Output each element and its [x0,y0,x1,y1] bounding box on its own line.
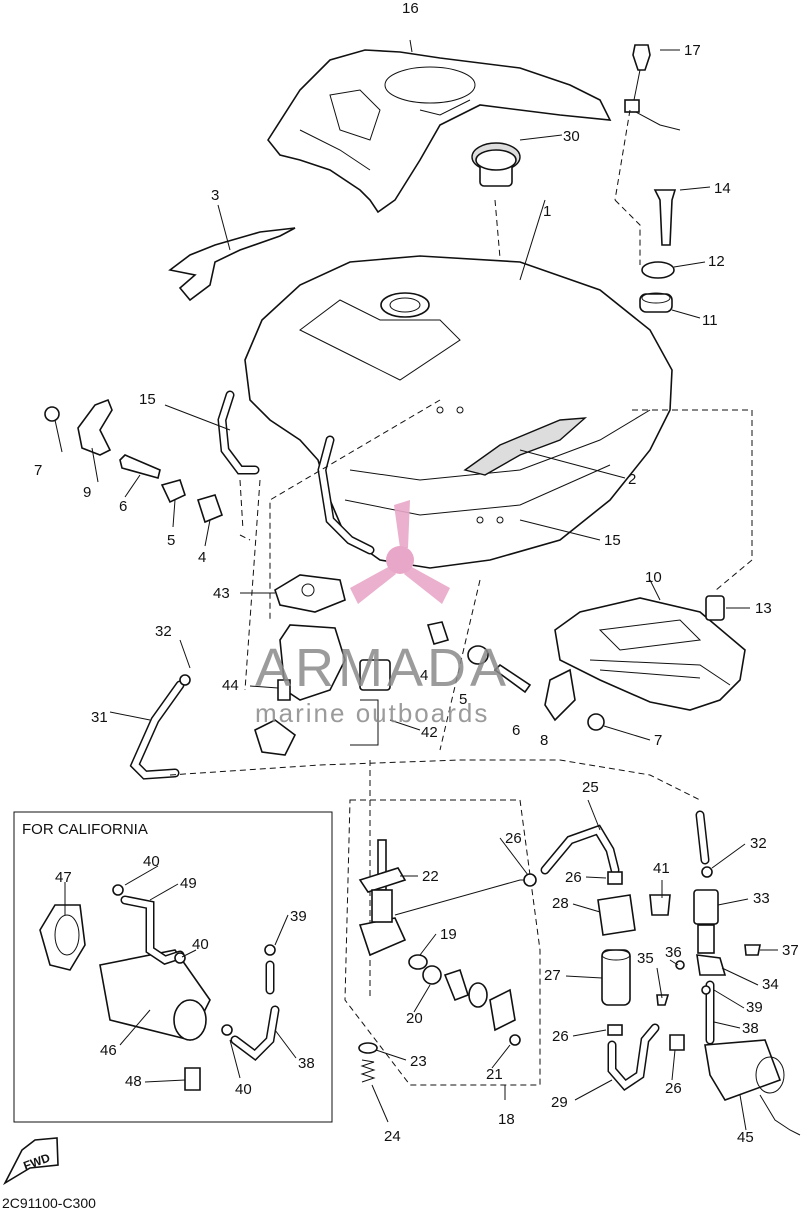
callout-23: 23 [410,1053,427,1070]
callout-22: 22 [422,868,439,885]
callout-26c: 26 [552,1028,569,1045]
watermark: ARMADA marine outboards [255,500,510,728]
callout-4b: 4 [420,667,428,684]
callout-26a: 26 [505,830,522,847]
callout-45: 45 [737,1129,754,1146]
callout-3: 3 [211,187,219,204]
callout-4a: 4 [198,549,206,566]
callout-14: 14 [714,180,731,197]
callout-27: 27 [544,967,561,984]
callout-17: 17 [684,42,701,59]
callout-11: 11 [702,312,718,329]
callout-37: 37 [782,942,799,959]
watermark-brand: ARMADA [255,638,510,698]
callout-32b: 32 [750,835,767,852]
fwd-arrow: FWD [3,1137,59,1186]
watermark-tagline: marine outboards [255,698,489,728]
callout-12: 12 [708,253,725,270]
callout-33: 33 [753,890,770,907]
callout-20: 20 [406,1010,423,1027]
callout-29: 29 [551,1094,568,1111]
callout-49: 49 [180,875,197,892]
callout-5a: 5 [167,532,175,549]
callout-leaders [64,799,778,1131]
callout-15a: 15 [139,391,156,408]
callout-39b: 39 [746,999,763,1016]
emblem-part [168,227,296,302]
callout-32a: 32 [155,623,172,640]
callout-30: 30 [563,128,580,145]
callout-26b: 26 [565,869,582,886]
callout-42: 42 [421,724,438,741]
callout-31: 31 [91,709,108,726]
callout-48: 48 [125,1073,142,1090]
logo-blade-top [394,500,410,548]
left-hardware [44,398,224,524]
leader-lines [54,39,753,1100]
callout-38b: 38 [742,1020,759,1037]
fuel-tank-part [244,255,673,569]
fuel-sender-assembly [254,574,391,756]
callout-1: 1 [543,203,551,220]
logo-hub [386,546,414,574]
callout-35: 35 [637,950,654,967]
callout-38a: 38 [298,1055,315,1072]
fuel-cock-assembly [358,839,521,1083]
california-inset: FOR CALIFORNIA [13,811,333,1123]
callout-40a: 40 [143,853,160,870]
callout-36: 36 [665,944,682,961]
callout-6b: 6 [512,722,520,739]
callout-2: 2 [628,471,636,488]
side-cover-part [554,597,746,711]
callout-7b: 7 [654,732,662,749]
logo-blade-left [350,566,396,604]
callout-21: 21 [486,1066,503,1083]
callout-13: 13 [755,600,772,617]
callout-10: 10 [645,569,662,586]
callout-39a: 39 [290,908,307,925]
callout-6a: 6 [119,498,127,515]
callout-40c: 40 [235,1081,252,1098]
callout-34: 34 [762,976,779,993]
callout-9: 9 [83,484,91,501]
callout-47: 47 [55,869,72,886]
callout-16: 16 [402,0,419,17]
callout-19: 19 [440,926,457,943]
tank-cover-part [267,49,612,214]
diagram-code: 2C91100-C300 [2,1195,96,1211]
callout-8: 8 [540,732,548,749]
callout-44: 44 [222,677,239,694]
callout-18: 18 [498,1111,515,1128]
callout-5b: 5 [459,691,467,708]
callout-15b: 15 [604,532,621,549]
fuel-pump-system [523,810,801,1136]
watermark-logo [350,500,450,604]
callouts: 1 2 3 4 4 5 5 6 6 7 7 8 9 10 11 12 13 14… [34,0,799,1146]
hoses-main [129,390,375,780]
fuel-cap-part [471,142,521,187]
logo-blade-right [404,566,450,604]
right-hardware [426,621,605,731]
callout-26d: 26 [665,1080,682,1097]
callout-7a: 7 [34,462,42,479]
inset-title: FOR CALIFORNIA [22,821,148,838]
callout-28: 28 [552,895,569,912]
callout-25: 25 [582,779,599,796]
callout-24: 24 [384,1128,401,1145]
callout-40b: 40 [192,936,209,953]
hardware-parts [624,44,725,621]
callout-43: 43 [213,585,230,602]
callout-41: 41 [653,860,670,877]
callout-46: 46 [100,1042,117,1059]
